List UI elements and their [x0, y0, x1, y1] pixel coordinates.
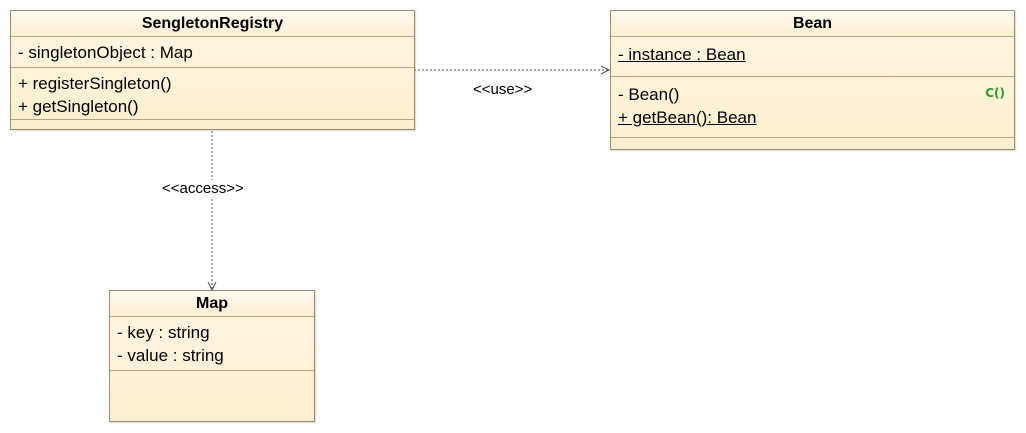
operation-register-singleton[interactable]: + registerSingleton() — [18, 74, 172, 93]
class-name: Map — [110, 291, 314, 317]
class-bean[interactable]: Bean - instance : Bean C() - Bean() + ge… — [610, 10, 1015, 150]
operation-get-bean[interactable]: + getBean(): Bean — [618, 108, 757, 127]
attribute-instance[interactable]: - instance : Bean — [618, 45, 746, 64]
class-map[interactable]: Map - key : string - value : string — [109, 290, 315, 422]
operations-section: C() - Bean() + getBean(): Bean — [611, 77, 1014, 138]
class-sengleton-registry[interactable]: SengletonRegistry - singletonObject : Ma… — [10, 10, 415, 130]
attribute-value[interactable]: - value : string — [117, 346, 224, 365]
class-name: SengletonRegistry — [11, 11, 414, 37]
use-dependency-arrowhead — [600, 65, 611, 75]
attributes-section: - instance : Bean — [611, 37, 1014, 77]
access-label: <<access>> — [162, 180, 244, 197]
empty-section — [611, 138, 1014, 149]
attribute-singleton-object[interactable]: - singletonObject : Map — [18, 43, 193, 62]
constructor-icon: C() — [985, 86, 1005, 100]
operation-get-singleton[interactable]: + getSingleton() — [18, 97, 139, 116]
empty-section — [11, 120, 414, 129]
class-name: Bean — [611, 11, 1014, 37]
operation-bean-constructor[interactable]: - Bean() — [618, 85, 680, 104]
attributes-section: - singletonObject : Map — [11, 37, 414, 68]
use-label: <<use>> — [473, 81, 533, 98]
operations-section — [110, 371, 314, 421]
operations-section: + registerSingleton() + getSingleton() — [11, 68, 414, 120]
attributes-section: - key : string - value : string — [110, 317, 314, 371]
attribute-key[interactable]: - key : string — [117, 323, 210, 342]
